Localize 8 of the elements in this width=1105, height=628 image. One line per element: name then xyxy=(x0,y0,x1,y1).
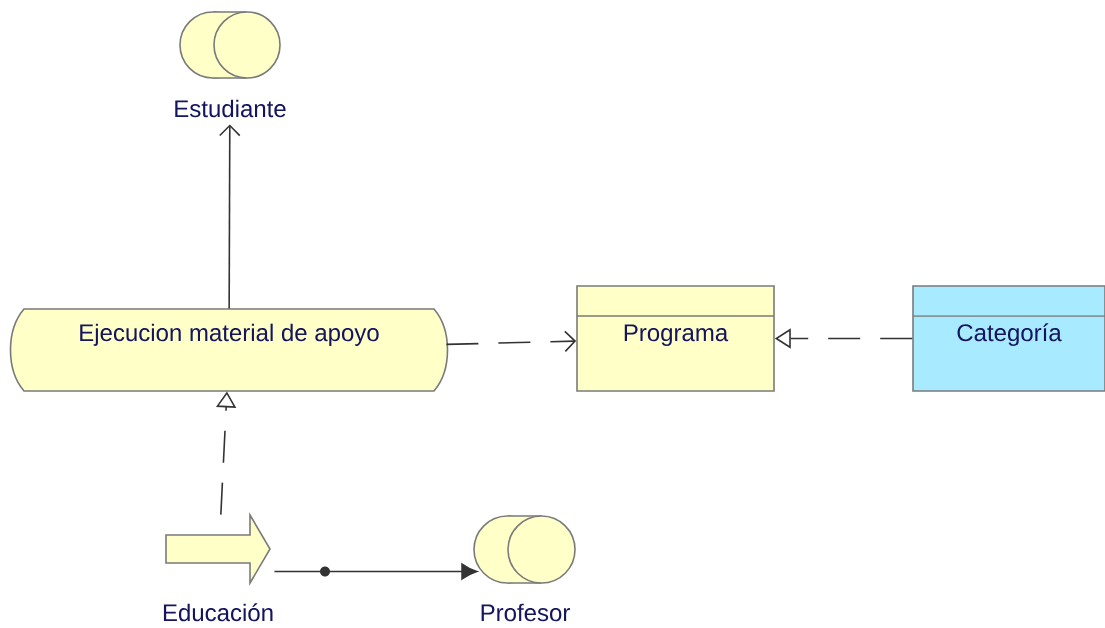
role-label: Profesor xyxy=(481,603,570,622)
arrow xyxy=(273,563,478,580)
object-box: Categoría xyxy=(912,285,1105,392)
arrow xyxy=(218,124,241,310)
dashed-arrow xyxy=(445,330,577,353)
role-label: Estudiante xyxy=(175,99,286,118)
process-label: Educación xyxy=(163,603,273,622)
object-box: Programa xyxy=(576,285,775,392)
